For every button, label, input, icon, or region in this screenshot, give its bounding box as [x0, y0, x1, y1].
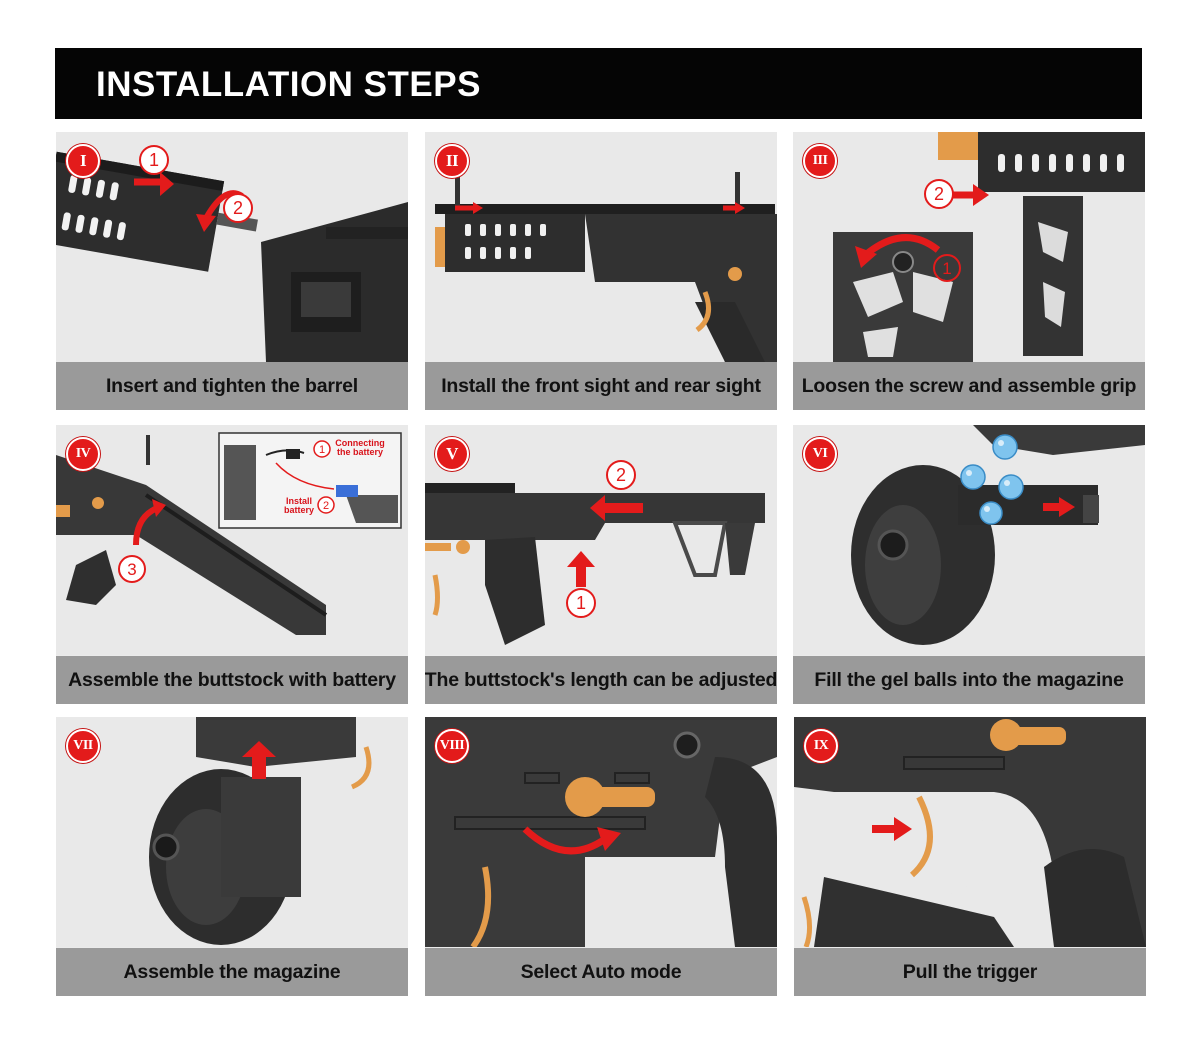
step-panel-1: 1 2 I Insert and tighten the barrel	[56, 132, 408, 410]
marker-2: 2	[323, 500, 329, 512]
step-panel-3: 2 1 III Loosen the screw and assemble gr…	[793, 132, 1145, 410]
step-number-badge: IV	[66, 437, 100, 471]
step-panel-7: VII Assemble the magazine	[56, 717, 408, 996]
buttstock-icon: 2 1	[425, 425, 777, 655]
step-caption: The buttstock's length can be adjusted	[425, 656, 777, 704]
marker-1: 1	[576, 593, 586, 613]
step-number-badge: VII	[66, 729, 100, 763]
step-number-badge: V	[435, 437, 469, 471]
magazine-icon	[56, 717, 408, 947]
marker-1: 1	[942, 259, 951, 278]
gel-ball-icon	[793, 425, 1145, 655]
step-caption: Select Auto mode	[425, 948, 777, 996]
page-title: INSTALLATION STEPS	[96, 67, 481, 102]
sight-icon	[425, 132, 777, 362]
step-number-badge: VIII	[435, 729, 469, 763]
battery-icon: 3 1 2	[56, 425, 408, 655]
trigger-icon	[794, 717, 1146, 947]
step-number-badge: VI	[803, 437, 837, 471]
step-caption: Assemble the magazine	[56, 948, 408, 996]
grip-icon: 2 1	[793, 132, 1145, 362]
step-panel-6: VI Fill the gel balls into the magazine	[793, 425, 1145, 704]
step-number-badge: III	[803, 144, 837, 178]
step-caption: Loosen the screw and assemble grip	[793, 362, 1145, 410]
step-caption: Assemble the buttstock with battery	[56, 656, 408, 704]
step-number-badge: IX	[804, 729, 838, 763]
marker-2: 2	[233, 198, 243, 218]
step-panel-9: IX Pull the trigger	[794, 717, 1146, 996]
step-caption: Install the front sight and rear sight	[425, 362, 777, 410]
marker-3: 3	[127, 560, 136, 579]
step-number-badge: II	[435, 144, 469, 178]
step-panel-8: VIII Select Auto mode	[425, 717, 777, 996]
marker-1: 1	[149, 150, 159, 170]
step-caption: Fill the gel balls into the magazine	[793, 656, 1145, 704]
step-panel-4: 3 1 2 Connecting the battery Install bat…	[56, 425, 408, 704]
marker-1: 1	[319, 444, 325, 456]
step-number-badge: I	[66, 144, 100, 178]
step-caption: Insert and tighten the barrel	[56, 362, 408, 410]
header-banner: INSTALLATION STEPS	[55, 48, 1142, 119]
step-panel-2: II Install the front sight and rear sigh…	[425, 132, 777, 410]
step-caption: Pull the trigger	[794, 948, 1146, 996]
barrel-icon: 1 2	[56, 132, 408, 362]
inset-label-install: Install battery	[280, 497, 318, 515]
selector-switch-icon	[425, 717, 777, 947]
inset-label-connect: Connecting the battery	[330, 439, 390, 457]
marker-2: 2	[616, 465, 626, 485]
step-panel-5: 2 1 V The buttstock's length can be adju…	[425, 425, 777, 704]
marker-2: 2	[934, 184, 944, 204]
